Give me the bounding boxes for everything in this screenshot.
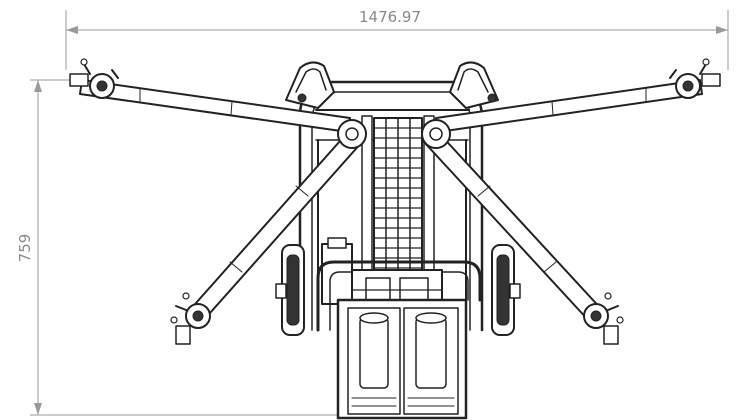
pivot-right [421, 119, 451, 149]
wheel-left [275, 244, 305, 336]
clamp-bottom-left [170, 292, 211, 345]
handle-left [285, 61, 335, 109]
clamp-top-left [69, 58, 119, 99]
height-dimension-label: 759 [16, 234, 34, 263]
wheel-right [491, 244, 521, 336]
width-dimension-label: 1476.97 [359, 8, 421, 26]
center-mast [361, 115, 435, 293]
clamp-bottom-right [583, 292, 624, 345]
clamp-top-right [669, 58, 721, 99]
lower-carriage [316, 237, 482, 420]
width-dimension: 1476.97 [65, 8, 729, 70]
height-dimension: 759 [16, 79, 340, 416]
handle-right [449, 61, 499, 109]
pivot-left [337, 119, 367, 149]
